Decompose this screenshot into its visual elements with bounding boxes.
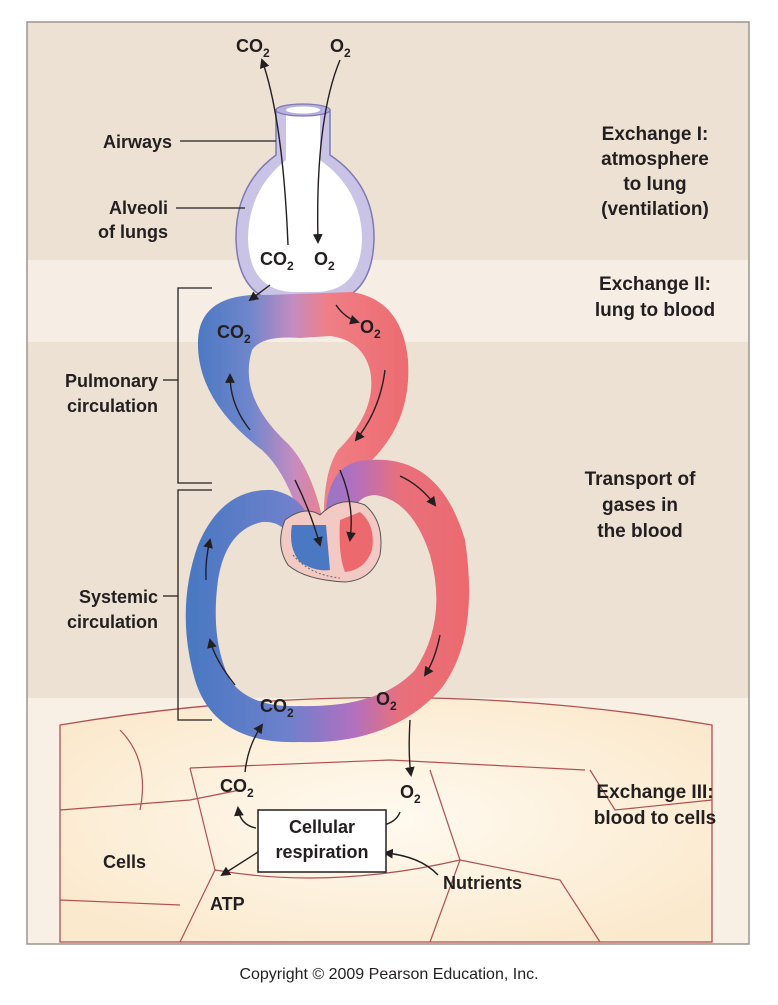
gas-labels: CO2 O2 CO2 O2 CO2 O2 CO2 O2 CO2 O2 — [217, 36, 421, 806]
label-nutrients: Nutrients — [443, 873, 522, 893]
label-systemic-circulation: circulation — [67, 612, 158, 632]
gas-co2-top: CO2 — [236, 36, 270, 60]
label-pulmonary: Pulmonary — [65, 371, 158, 391]
label-airways: Airways — [103, 132, 172, 152]
label-pulmonary-circulation: circulation — [67, 396, 158, 416]
cellular-respiration-box: Cellular respiration — [257, 809, 387, 873]
transport-line3: the blood — [597, 521, 682, 542]
gas-o2-top: O2 — [330, 36, 351, 60]
exchange1-line4: (ventilation) — [601, 199, 709, 220]
label-systemic: Systemic — [79, 587, 158, 607]
transport-line2: gases in — [602, 495, 678, 516]
gas-co2-pulmonary: CO2 — [217, 322, 251, 346]
heart — [280, 501, 382, 583]
label-alveoli: Alveoli — [109, 198, 168, 218]
exchange1-line3: to lung — [623, 174, 686, 195]
exchange1-line2: atmosphere — [601, 149, 709, 170]
exchange2-line2: lung to blood — [595, 300, 715, 321]
gas-o2-systemic: O2 — [376, 689, 397, 713]
label-cells: Cells — [103, 852, 146, 872]
exchange3-line2: blood to cells — [594, 808, 716, 829]
leader-lines — [176, 140, 276, 209]
gas-co2-systemic: CO2 — [260, 696, 294, 720]
brackets — [163, 287, 212, 721]
transport-line1: Transport of — [585, 469, 697, 490]
gas-co2-cells: CO2 — [220, 776, 254, 800]
systemic-circulation-vessel — [185, 459, 470, 743]
flow-arrows — [203, 58, 441, 877]
copyright-notice: Copyright © 2009 Pearson Education, Inc. — [239, 966, 539, 983]
label-atp: ATP — [210, 894, 245, 914]
label-respiration: respiration — [275, 842, 368, 862]
gas-o2-pulmonary: O2 — [360, 317, 381, 341]
exchange2-line1: Exchange II: — [599, 274, 711, 295]
exchange3-line1: Exchange III: — [596, 782, 713, 803]
anatomy-labels: Airways Alveoli of lungs Pulmonary circu… — [65, 132, 522, 914]
gas-co2-alveoli: CO2 — [260, 249, 294, 273]
gas-o2-cells: O2 — [400, 782, 421, 806]
exchange1-line1: Exchange I: — [602, 124, 709, 145]
label-of-lungs: of lungs — [98, 222, 168, 242]
label-cellular: Cellular — [289, 817, 355, 837]
gas-o2-alveoli: O2 — [314, 249, 335, 273]
stage-labels: Exchange I: atmosphere to lung (ventilat… — [585, 124, 717, 829]
